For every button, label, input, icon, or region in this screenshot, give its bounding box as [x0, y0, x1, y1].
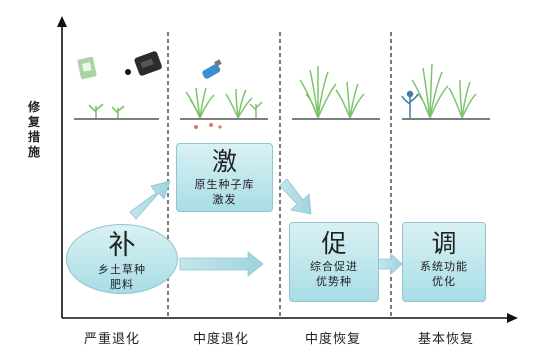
arrow-promote-to-regulate: [377, 253, 403, 275]
promote-line1: 综合促进: [310, 260, 358, 273]
arrow-supplement-to-promote: [179, 251, 264, 277]
stage-label-4: 基本恢复: [418, 332, 475, 347]
pellet-icon: [125, 69, 131, 75]
stimulate-title: 激: [211, 147, 237, 176]
fertilizer-bag-icon: [134, 51, 162, 76]
red-shoots: [194, 123, 222, 129]
seedlings-stage-1: [88, 103, 125, 118]
grass-stage-2: [185, 87, 263, 119]
promote-node: 促 综合促进 优势种: [289, 222, 379, 302]
x-axis-arrowhead: [507, 313, 518, 323]
spray-bottle-icon: [202, 59, 222, 79]
y-axis-label: 修复措施: [27, 100, 40, 159]
regulate-line1: 系统功能: [420, 260, 468, 273]
promote-title: 促: [321, 229, 347, 258]
stimulate-line2: 激发: [212, 193, 237, 206]
supplement-node: 补 乡土草种 肥料: [66, 224, 178, 294]
seed-packet-icon: [77, 56, 97, 80]
grass-stage-3: [299, 66, 365, 119]
arrow-stimulate-to-promote: [279, 178, 312, 215]
supplement-line1: 乡土草种: [98, 263, 146, 276]
supplement-line2: 肥料: [110, 278, 134, 291]
regulate-title: 调: [431, 229, 457, 258]
y-axis-arrowhead: [57, 16, 67, 27]
axes: [57, 16, 518, 323]
stimulate-line1: 原生种子库: [194, 178, 255, 191]
grass-stage-4: [411, 63, 477, 119]
regulate-line2: 优化: [432, 275, 456, 288]
stage-label-3: 中度恢复: [305, 332, 362, 347]
regulate-node: 调 系统功能 优化: [402, 222, 486, 302]
supplement-title: 补: [108, 230, 136, 261]
stimulate-node: 激 原生种子库 激发: [176, 143, 273, 212]
flow-arrows: [129, 178, 403, 277]
arrow-supplement-to-stimulate: [129, 180, 171, 220]
promote-line2: 优势种: [316, 275, 352, 288]
stage-label-1: 严重退化: [84, 332, 141, 347]
blue-flower: [401, 90, 419, 118]
stage-label-2: 中度退化: [193, 332, 250, 347]
